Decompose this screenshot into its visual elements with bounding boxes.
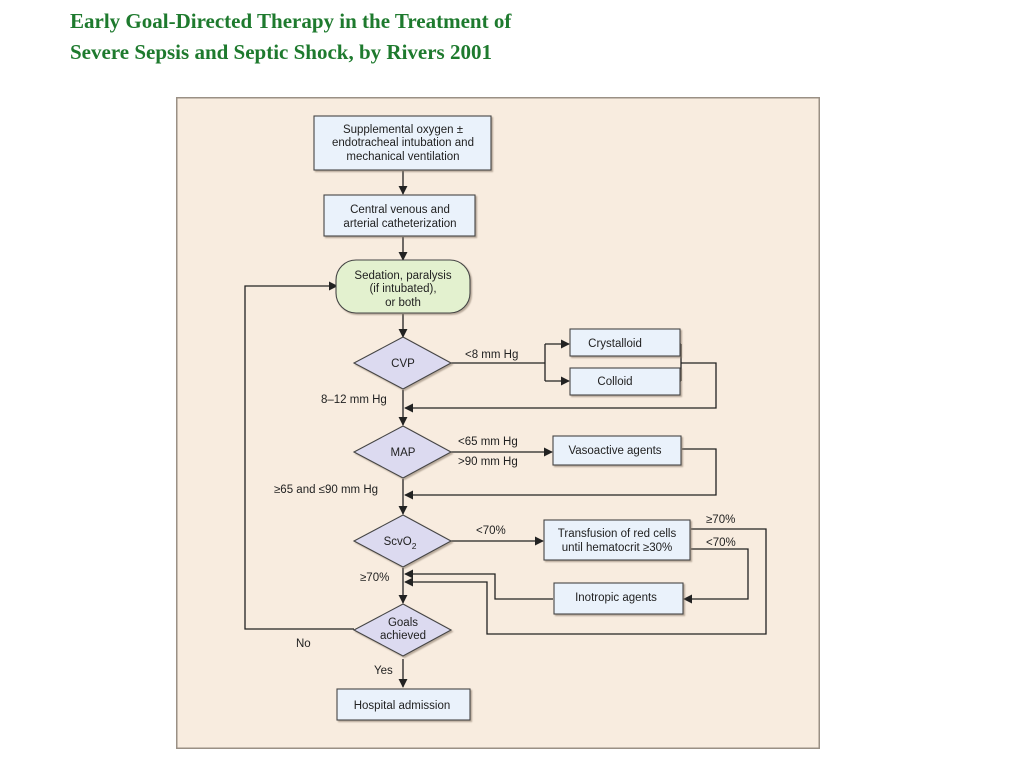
label-yes: Yes bbox=[374, 665, 393, 677]
node-colloid: Colloid bbox=[569, 367, 681, 396]
arrow-transfusion-ok-return bbox=[404, 528, 767, 635]
node-catheterization: Central venous and arterial catheterizat… bbox=[323, 194, 476, 237]
scvo2-label-base: ScvO bbox=[384, 536, 412, 548]
node-inotropic: Inotropic agents bbox=[553, 582, 684, 615]
label-cvp-ok: 8–12 mm Hg bbox=[321, 394, 387, 406]
decision-cvp: CVP bbox=[352, 336, 453, 390]
decision-map: MAP bbox=[352, 425, 453, 479]
arrow-fluids-return bbox=[404, 362, 717, 413]
oxygen-label-line-1: Supplemental oxygen ± bbox=[343, 124, 463, 136]
arrow-transfusion-to-inotropic bbox=[683, 548, 749, 604]
label-transfusion-ok: ≥70% bbox=[706, 514, 735, 526]
oxygen-label-line-2: endotracheal intubation and bbox=[332, 137, 474, 149]
edge-labels: <8 mm Hg 8–12 mm Hg <65 mm Hg >90 mm Hg … bbox=[274, 349, 736, 677]
arrow-vasoactive-return bbox=[404, 448, 717, 500]
flowchart-connectors bbox=[244, 171, 767, 688]
slide-title: Early Goal-Directed Therapy in the Treat… bbox=[70, 6, 511, 68]
arrow-inotropic-return bbox=[404, 569, 553, 600]
sedation-label-line-3: or both bbox=[385, 297, 421, 309]
label-scvo2-ok: ≥70% bbox=[360, 572, 389, 584]
transfusion-label-line-2: until hematocrit ≥30% bbox=[562, 542, 673, 554]
node-hospital-admission: Hospital admission bbox=[336, 688, 471, 721]
decision-scvo2: ScvO2 bbox=[352, 514, 453, 568]
title-line-2: Severe Sepsis and Septic Shock, by River… bbox=[70, 40, 492, 64]
decision-goals: Goals achieved bbox=[352, 603, 453, 657]
sedation-label-line-1: Sedation, paralysis bbox=[354, 270, 451, 282]
node-vasoactive: Vasoactive agents bbox=[552, 435, 682, 466]
label-transfusion-low: <70% bbox=[706, 537, 736, 549]
title-line-1: Early Goal-Directed Therapy in the Treat… bbox=[70, 9, 512, 33]
inotropic-label: Inotropic agents bbox=[575, 592, 657, 604]
label-map-ok: ≥65 and ≤90 mm Hg bbox=[274, 484, 378, 496]
label-map-high: >90 mm Hg bbox=[458, 456, 518, 468]
cvp-label: CVP bbox=[391, 358, 415, 370]
goals-label-line-2: achieved bbox=[380, 630, 426, 642]
transfusion-label-line-1: Transfusion of red cells bbox=[558, 528, 677, 540]
node-sedation: Sedation, paralysis (if intubated), or b… bbox=[335, 259, 471, 314]
colloid-label: Colloid bbox=[597, 376, 632, 388]
scvo2-label: ScvO2 bbox=[384, 536, 417, 551]
flowchart-panel bbox=[176, 97, 820, 749]
label-scvo2-low: <70% bbox=[476, 525, 506, 537]
label-map-low: <65 mm Hg bbox=[458, 436, 518, 448]
node-oxygen: Supplemental oxygen ± endotracheal intub… bbox=[313, 115, 492, 171]
arrow-goals-no-loop bbox=[244, 281, 354, 630]
goals-label-line-1: Goals bbox=[388, 617, 418, 629]
label-cvp-low: <8 mm Hg bbox=[465, 349, 518, 361]
label-no: No bbox=[296, 638, 311, 650]
oxygen-label-line-3: mechanical ventilation bbox=[346, 151, 459, 163]
map-label: MAP bbox=[391, 447, 416, 459]
crystalloid-label: Crystalloid bbox=[588, 338, 642, 350]
scvo2-label-subscript: 2 bbox=[412, 541, 417, 551]
hospital-label: Hospital admission bbox=[354, 700, 451, 712]
vasoactive-label: Vasoactive agents bbox=[568, 445, 661, 457]
node-transfusion: Transfusion of red cells until hematocri… bbox=[543, 519, 691, 561]
catheter-label-line-2: arterial catheterization bbox=[343, 218, 456, 230]
node-crystalloid: Crystalloid bbox=[569, 328, 681, 357]
sedation-label-line-2: (if intubated), bbox=[369, 283, 436, 295]
ed-goal-directed-therapy-flowchart: Supplemental oxygen ± endotracheal intub… bbox=[176, 97, 820, 749]
catheter-label-line-1: Central venous and bbox=[350, 204, 450, 216]
